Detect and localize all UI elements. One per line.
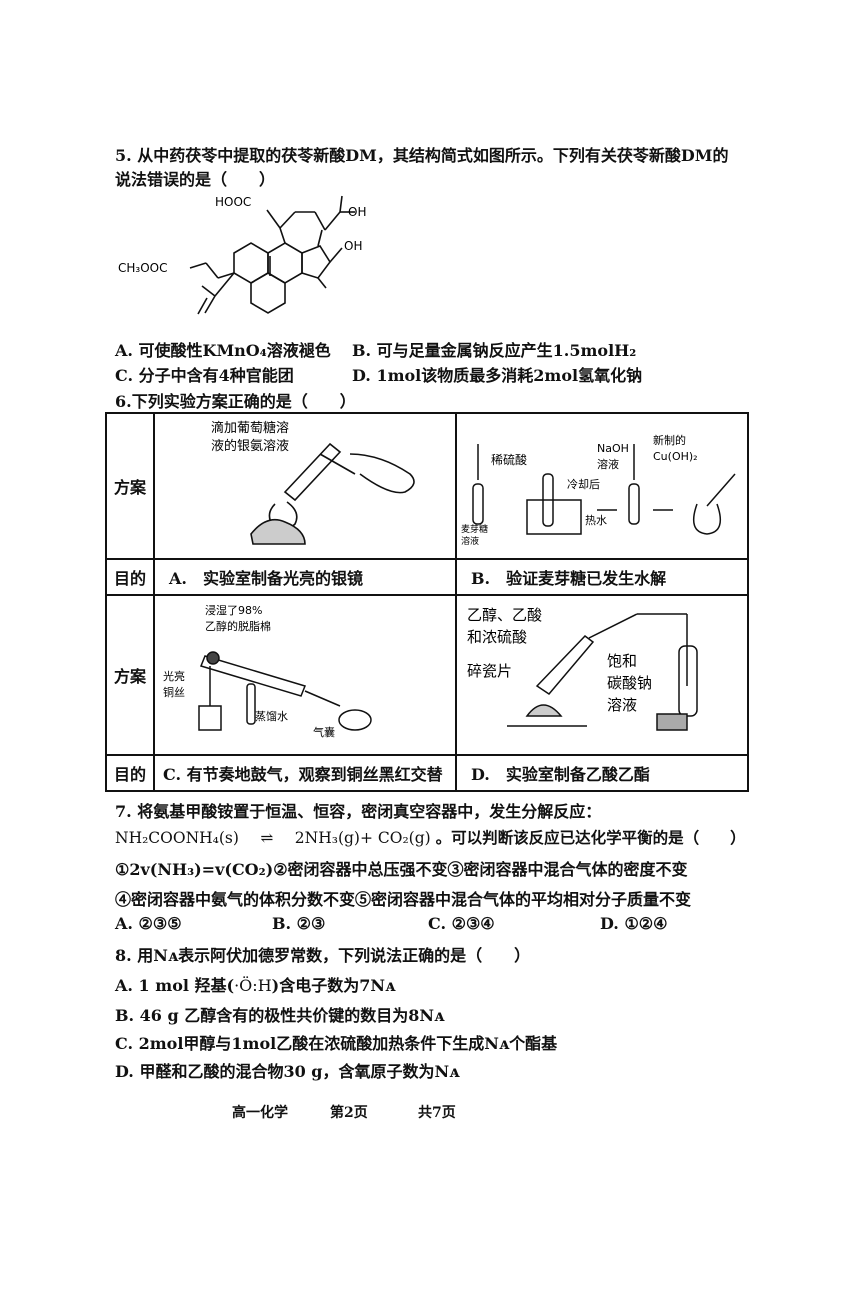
row-label-goal-1: 目的	[105, 558, 155, 596]
goal-d: D. 实验室制备乙酸乙酯	[455, 754, 749, 792]
label-cool: 冷却后	[567, 478, 600, 491]
label-chips: 碎瓷片	[467, 662, 512, 680]
struct-ester: CH₃OOC	[118, 261, 167, 275]
label-reagents2: 和浓硫酸	[467, 628, 527, 646]
copper-oxidation-apparatus-icon	[198, 651, 372, 731]
experiment-table: 方案 滴加葡萄糖溶 液的银氨溶液	[105, 412, 749, 792]
q5-option-d: D. 1mol该物质最多消耗2mol氢氧化钠	[352, 366, 643, 385]
scheme-d-cell: 乙醇、乙酸 和浓硫酸 碎瓷片 饱和 碳酸钠 溶液	[455, 594, 749, 756]
q7-conditions-2: ④密闭容器中氨气的体积分数不变⑤密闭容器中混合气体的平均相对分子质量不变	[115, 890, 692, 909]
q7-stem: 7. 将氨基甲酸铵置于恒温、恒容，密闭真空容器中，发生分解反应：	[115, 802, 602, 821]
row-label-scheme-1: 方案	[105, 412, 155, 560]
scheme-a-label1: 滴加葡萄糖溶	[211, 420, 289, 436]
label-acid: 稀硫酸	[491, 452, 527, 467]
q5-option-b: B. 可与足量金属钠反应产生1.5molH₂	[352, 341, 637, 360]
label-airbag: 气囊	[313, 725, 335, 739]
label-cotton2: 乙醇的脱脂棉	[205, 619, 271, 633]
q7-option-d: D. ①②④	[600, 914, 668, 933]
q7-equation: NH₂COONH₄(s) ⇌ 2NH₃(g)+ CO₂(g) 。可以判断该反应已…	[115, 826, 746, 848]
q8-option-a: A. 1 mol 羟基(·Ö:H)含电子数为7Nᴀ	[115, 972, 395, 996]
footer-subject: 高一化学	[232, 1105, 288, 1121]
q5-stem-line1: 5. 从中药茯苓中提取的茯苓新酸DM，其结构简式如图所示。下列有关茯苓新酸DM的	[115, 146, 729, 165]
q8-option-a-post: )含电子数为7Nᴀ	[271, 976, 396, 995]
goal-c: C. 有节奏地鼓气，观察到铜丝黑红交替	[153, 754, 457, 792]
equation-right: 2NH₃(g)+ CO₂(g)	[294, 829, 431, 847]
label-cuoh2: Cu(OH)₂	[653, 450, 698, 463]
q6-stem: 6.下列实验方案正确的是（ ）	[115, 392, 356, 411]
label-water: 蒸馏水	[255, 709, 288, 723]
scheme-a-label2: 液的银氨溶液	[211, 438, 289, 454]
equation-tail: 。可以判断该反应已达化学平衡的是（ ）	[435, 828, 746, 847]
q8-option-a-pre: A. 1 mol 羟基(	[115, 976, 235, 995]
q5-option-a: A. 可使酸性KMnO₄溶液褪色	[115, 341, 331, 360]
label-reagents1: 乙醇、乙酸	[467, 606, 542, 624]
label-copper1: 光亮	[163, 669, 185, 683]
q5-stem-line2: 说法错误的是（ ）	[115, 170, 276, 189]
goal-a: A. 实验室制备光亮的银镜	[153, 558, 457, 596]
q5-option-c: C. 分子中含有4种官能团	[115, 366, 294, 385]
struct-oh1: OH	[348, 205, 366, 219]
label-carbonate: 碳酸钠	[607, 674, 652, 692]
label-cotton1: 浸湿了98%	[205, 604, 262, 617]
scheme-c-cell: 浸湿了98% 乙醇的脱脂棉 光亮 铜丝 蒸馏水 气囊	[153, 594, 457, 756]
structure-diagram: HOOC OH OH CH₃OOC	[118, 195, 366, 315]
row-label-scheme-2: 方案	[105, 594, 155, 756]
label-hot-water: 热水	[585, 514, 607, 527]
struct-hooc: HOOC	[215, 195, 251, 209]
q8-stem: 8. 用Nᴀ表示阿伏加德罗常数，下列说法正确的是（ ）	[115, 946, 531, 965]
label-solution: 溶液	[607, 696, 637, 714]
q8-option-b: B. 46 g 乙醇含有的极性共价键的数目为8Nᴀ	[115, 1006, 445, 1025]
equilibrium-arrow-icon: ⇌	[260, 829, 274, 847]
struct-oh2: OH	[344, 239, 362, 253]
q7-option-a: A. ②③⑤	[115, 914, 182, 933]
test-tube-icon	[250, 442, 415, 545]
footer-total: 共7页	[418, 1105, 456, 1121]
label-naoh: NaOH	[597, 442, 629, 455]
ester-apparatus-icon	[507, 613, 698, 731]
q7-conditions-1: ①2v(NH₃)=v(CO₂)②密闭容器中总压强不变③密闭容器中混合气体的密度不…	[115, 860, 688, 879]
label-copper2: 铜丝	[163, 685, 185, 699]
equation-left: NH₂COONH₄(s)	[115, 829, 239, 847]
hydrolysis-apparatus-icon	[472, 444, 736, 535]
label-maltose: 麦芽糖	[461, 523, 488, 535]
label-new: 新制的	[653, 433, 686, 447]
row-label-goal-2: 目的	[105, 754, 155, 792]
label-saturated: 饱和	[607, 652, 637, 670]
q7-option-b: B. ②③	[272, 914, 326, 933]
label-naoh-sol: 溶液	[597, 457, 619, 471]
scheme-a-cell: 滴加葡萄糖溶 液的银氨溶液	[153, 412, 457, 560]
goal-b: B. 验证麦芽糖已发生水解	[455, 558, 749, 596]
q7-option-c: C. ②③④	[428, 914, 495, 933]
hydroxyl-electron-dot: ·Ö:H	[234, 976, 272, 995]
q8-option-c: C. 2mol甲醇与1mol乙酸在浓硫酸加热条件下生成Nᴀ个酯基	[115, 1034, 558, 1053]
scheme-b-cell: 稀硫酸 NaOH 溶液 新制的 Cu(OH)₂ 冷却后 热水 麦芽糖 溶液	[455, 412, 749, 560]
label-maltose-sol: 溶液	[461, 535, 479, 547]
footer-page: 第2页	[330, 1105, 368, 1121]
q8-option-d: D. 甲醛和乙酸的混合物30 g，含氧原子数为Nᴀ	[115, 1062, 460, 1081]
